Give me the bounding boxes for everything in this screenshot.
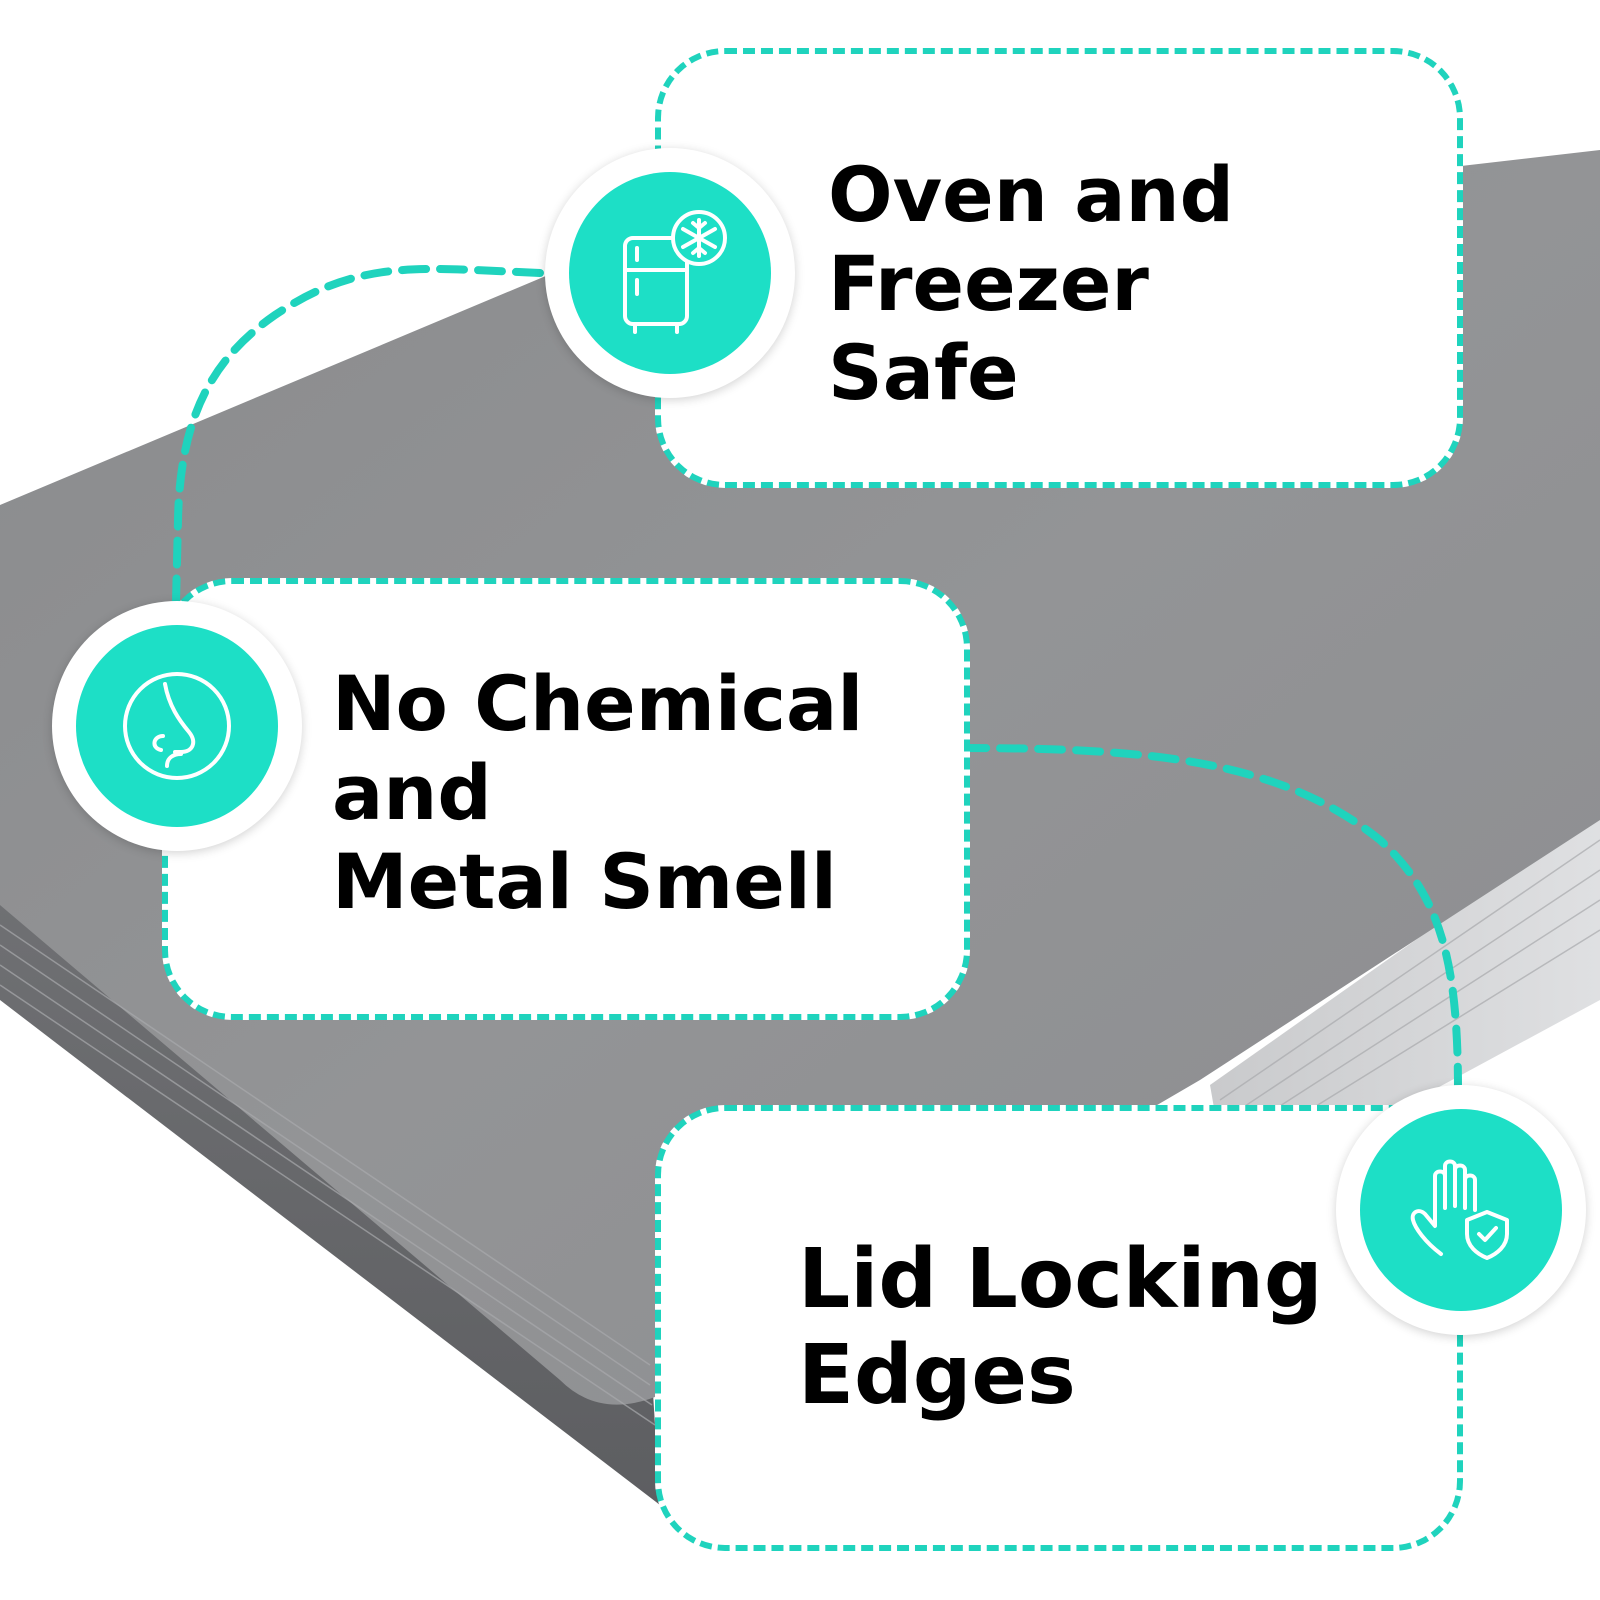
feature-card-no-smell (162, 578, 970, 1020)
connector-top (172, 265, 544, 606)
nose-icon (123, 672, 231, 780)
feature-line: Edges (798, 1327, 1076, 1423)
feature-badge-no-smell (52, 601, 302, 851)
feature-line: Lid Locking (798, 1232, 1323, 1327)
feature-badge-lid-locking (1336, 1085, 1586, 1335)
feature-title-lid-locking: Lid Locking Edges (798, 1232, 1323, 1424)
hand-shield-icon (1410, 1159, 1509, 1260)
feature-title-oven-freezer: Oven and Freezer Safe (828, 150, 1235, 418)
feature-line: Safe (828, 327, 1019, 417)
feature-card-lid-locking (655, 1105, 1463, 1551)
feature-line: No Chemical (332, 659, 864, 748)
feature-title-no-smell: No Chemical and Metal Smell (332, 659, 864, 927)
feature-badge-oven-freezer (545, 148, 795, 398)
feature-line: Metal Smell (332, 836, 837, 926)
feature-line: Oven and (828, 150, 1235, 239)
connector-bottom (958, 744, 1462, 1094)
feature-line: and (332, 747, 492, 837)
fridge-snowflake-icon (623, 210, 727, 334)
feature-line: Freezer (828, 238, 1149, 328)
